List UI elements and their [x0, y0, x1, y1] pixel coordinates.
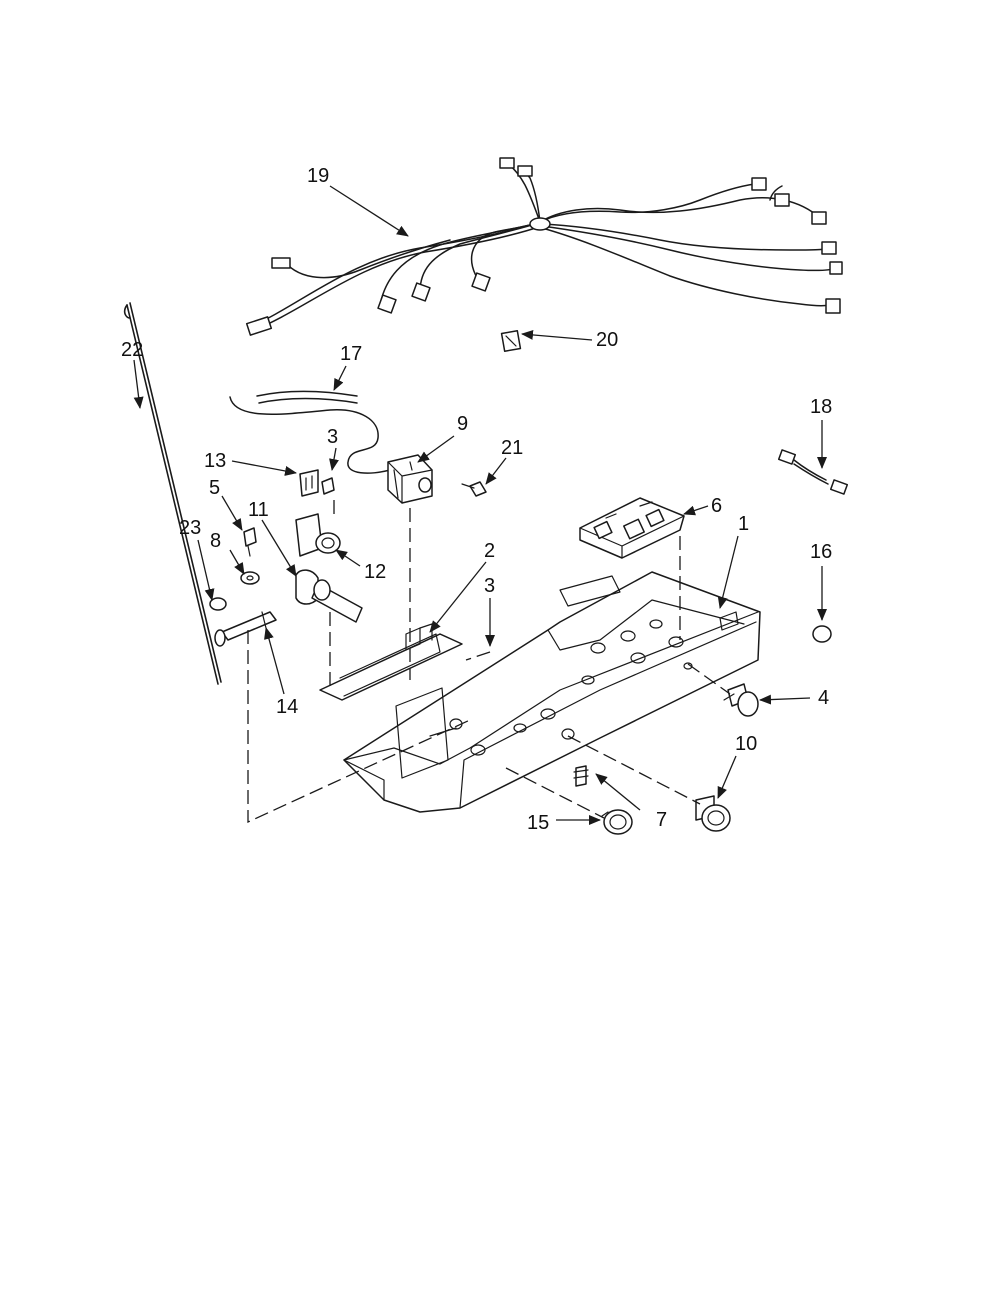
bracket-12: [295, 513, 341, 557]
callout-3-upper: 3: [327, 426, 338, 448]
control-board-6: [579, 497, 685, 559]
callout-10: 10: [735, 733, 757, 755]
assembly-lines: [247, 500, 731, 824]
sensor-18: [777, 449, 849, 495]
control-9: [387, 454, 433, 504]
grommet-15: [601, 809, 633, 835]
callout-9: 9: [457, 413, 468, 435]
callout-15: 15: [527, 812, 549, 834]
callout-8: 8: [210, 530, 221, 552]
screw-21: [461, 481, 487, 497]
screw-3-upper: [321, 477, 335, 495]
shaft-11: [295, 569, 363, 623]
callout-22: 22: [121, 339, 143, 361]
cap-16: [812, 625, 832, 643]
callout-leaders: [133, 185, 827, 825]
callout-7: 7: [656, 809, 667, 831]
tube-17: [229, 390, 391, 474]
callout-21: 21: [501, 437, 523, 459]
callout-1: 1: [738, 513, 749, 535]
grommet-10: [695, 795, 731, 832]
callout-23: 23: [179, 517, 201, 539]
screw-5: [243, 527, 257, 557]
callout-numbers: 1 2 3 3 4 5 6 7 8 9 10 11 12 13 14 15 16…: [121, 165, 832, 834]
screw-7: [573, 765, 589, 787]
callout-19: 19: [307, 165, 329, 187]
callout-11: 11: [248, 499, 269, 521]
rod-22: [123, 302, 222, 685]
callout-17: 17: [340, 343, 362, 365]
socket-4: [723, 683, 759, 717]
callout-13: 13: [204, 450, 226, 472]
callout-18: 18: [810, 396, 832, 418]
wire-harness-19: [245, 157, 843, 336]
callout-12: 12: [364, 561, 386, 583]
callout-5: 5: [209, 477, 220, 499]
lever-14: [214, 611, 277, 647]
clip-20: [500, 329, 522, 353]
housing-1: [343, 571, 761, 813]
callout-6: 6: [711, 495, 722, 517]
bracket-13: [299, 469, 319, 497]
callout-4: 4: [818, 687, 829, 709]
callout-2: 2: [484, 540, 495, 562]
callout-3-lower: 3: [484, 575, 495, 597]
callout-20: 20: [596, 329, 618, 351]
washer-8: [240, 571, 260, 585]
bracket-2: [319, 623, 463, 701]
callout-14: 14: [276, 696, 298, 718]
callout-16: 16: [810, 541, 832, 563]
washer-23: [209, 597, 227, 611]
